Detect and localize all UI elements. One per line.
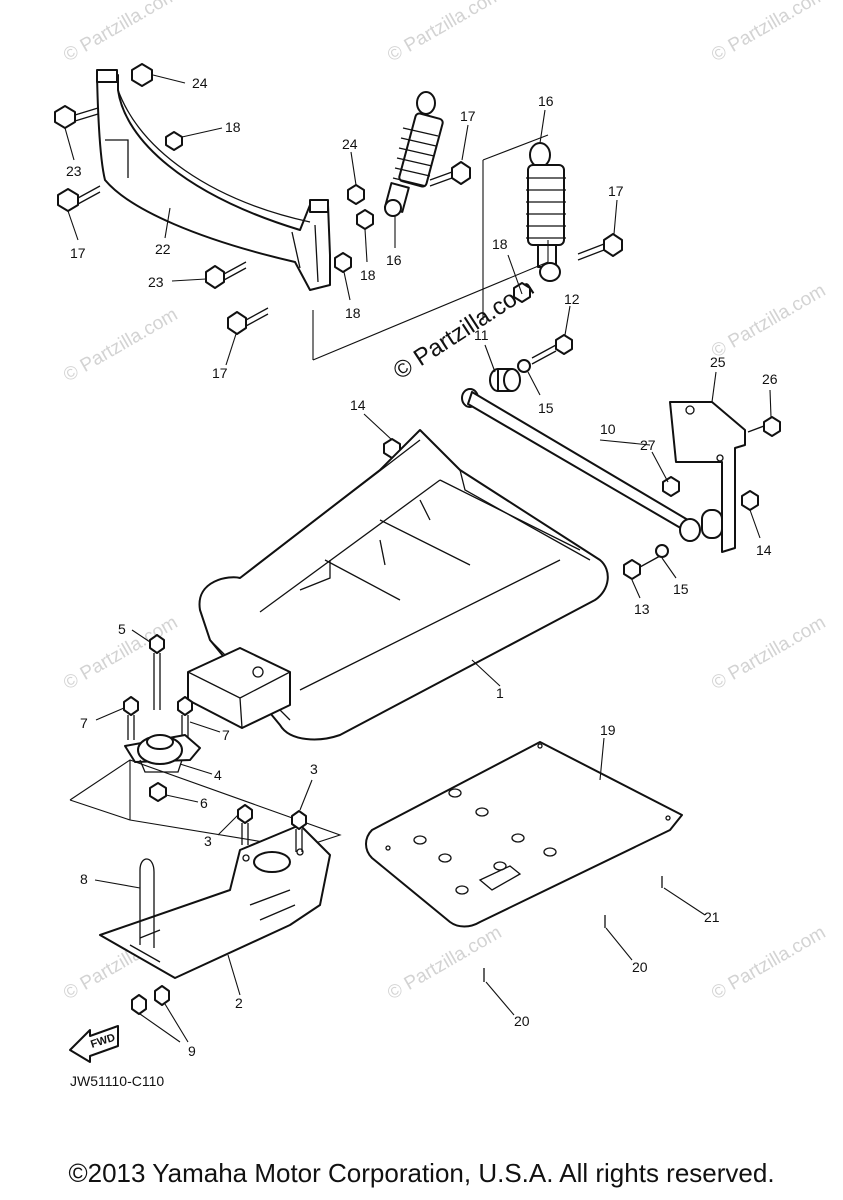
callout-23: 23	[148, 274, 164, 290]
callout-16: 16	[386, 252, 402, 268]
frame-assembly	[187, 429, 609, 741]
engine-mount-4	[124, 734, 201, 773]
callout-14: 14	[756, 542, 772, 558]
bracket-hardware-right	[383, 416, 781, 580]
callout-17: 17	[608, 183, 624, 199]
shock-bolts	[429, 161, 623, 303]
callout-9: 9	[188, 1043, 196, 1059]
callout-4: 4	[214, 767, 222, 783]
watermark: © Partzilla.com	[384, 922, 505, 1004]
callout-18: 18	[360, 267, 376, 283]
callout-17: 17	[460, 108, 476, 124]
callout-20: 20	[514, 1013, 530, 1029]
u-bolt-8	[139, 858, 155, 948]
skid-plate	[99, 824, 331, 979]
nuts-9	[131, 985, 170, 1015]
callout-13: 13	[634, 601, 650, 617]
callout-18: 18	[225, 119, 241, 135]
callout-16: 16	[538, 93, 554, 109]
callout-22: 22	[155, 241, 171, 257]
fwd-arrow: FWD	[69, 1025, 119, 1063]
watermark: © Partzilla.com	[708, 280, 829, 362]
callout-8: 8	[80, 871, 88, 887]
bolts-7	[123, 696, 193, 740]
callout-15: 15	[538, 400, 554, 416]
watermark: © Partzilla.com	[708, 922, 829, 1004]
rear-arm-bracket	[96, 69, 331, 291]
callout-15: 15	[673, 581, 689, 597]
callout-7: 7	[222, 727, 230, 743]
callout-11: 11	[474, 327, 489, 343]
callout-10: 10	[600, 421, 616, 437]
watermark: © Partzilla.com	[60, 304, 181, 386]
callout-3: 3	[310, 761, 318, 777]
callout-26: 26	[762, 371, 778, 387]
lateral-rod	[461, 388, 701, 542]
shock-absorber-left	[383, 91, 444, 217]
bracket-25	[669, 401, 746, 553]
watermark: © Partzilla.com	[708, 612, 829, 694]
stud-bolt-5	[149, 634, 165, 710]
callout-18: 18	[492, 236, 508, 252]
callout-19: 19	[600, 722, 616, 738]
floor-plate	[365, 741, 683, 928]
callout-24: 24	[192, 75, 208, 91]
watermark: © Partzilla.com	[384, 0, 505, 66]
callout-7: 7	[80, 715, 88, 731]
bolt-12	[531, 334, 573, 365]
bolts-3	[237, 804, 307, 852]
callout-17: 17	[70, 245, 86, 261]
callout-3: 3	[204, 833, 212, 849]
leader-lines	[64, 74, 772, 1043]
callout-1: 1	[496, 685, 504, 701]
diagram-code: JW51110-C110	[70, 1073, 164, 1089]
callout-2: 2	[235, 995, 243, 1011]
bracket-hardware	[54, 63, 374, 335]
callout-27: 27	[640, 437, 656, 453]
callout-12: 12	[564, 291, 580, 307]
callout-18: 18	[345, 305, 361, 321]
bushing-11	[489, 359, 531, 392]
callout-14: 14	[350, 397, 366, 413]
callout-labels: 24 18 23 17 22 23 17 24 18 18 16 17 16 1…	[66, 75, 778, 1059]
callout-25: 25	[710, 354, 726, 370]
callout-24: 24	[342, 136, 358, 152]
copyright-notice: ©2013 Yamaha Motor Corporation, U.S.A. A…	[68, 1158, 775, 1188]
callout-5: 5	[118, 621, 126, 637]
callout-17: 17	[212, 365, 228, 381]
nut-6	[149, 782, 167, 802]
shock-absorber-right	[526, 142, 566, 282]
callout-23: 23	[66, 163, 82, 179]
callout-21: 21	[704, 909, 720, 925]
watermark: © Partzilla.com	[60, 0, 181, 66]
watermark: © Partzilla.com	[708, 0, 829, 66]
callout-6: 6	[200, 795, 208, 811]
callout-20: 20	[632, 959, 648, 975]
grouping-line	[312, 134, 549, 361]
screws-20-21	[483, 876, 663, 982]
plate-outline	[69, 759, 342, 849]
